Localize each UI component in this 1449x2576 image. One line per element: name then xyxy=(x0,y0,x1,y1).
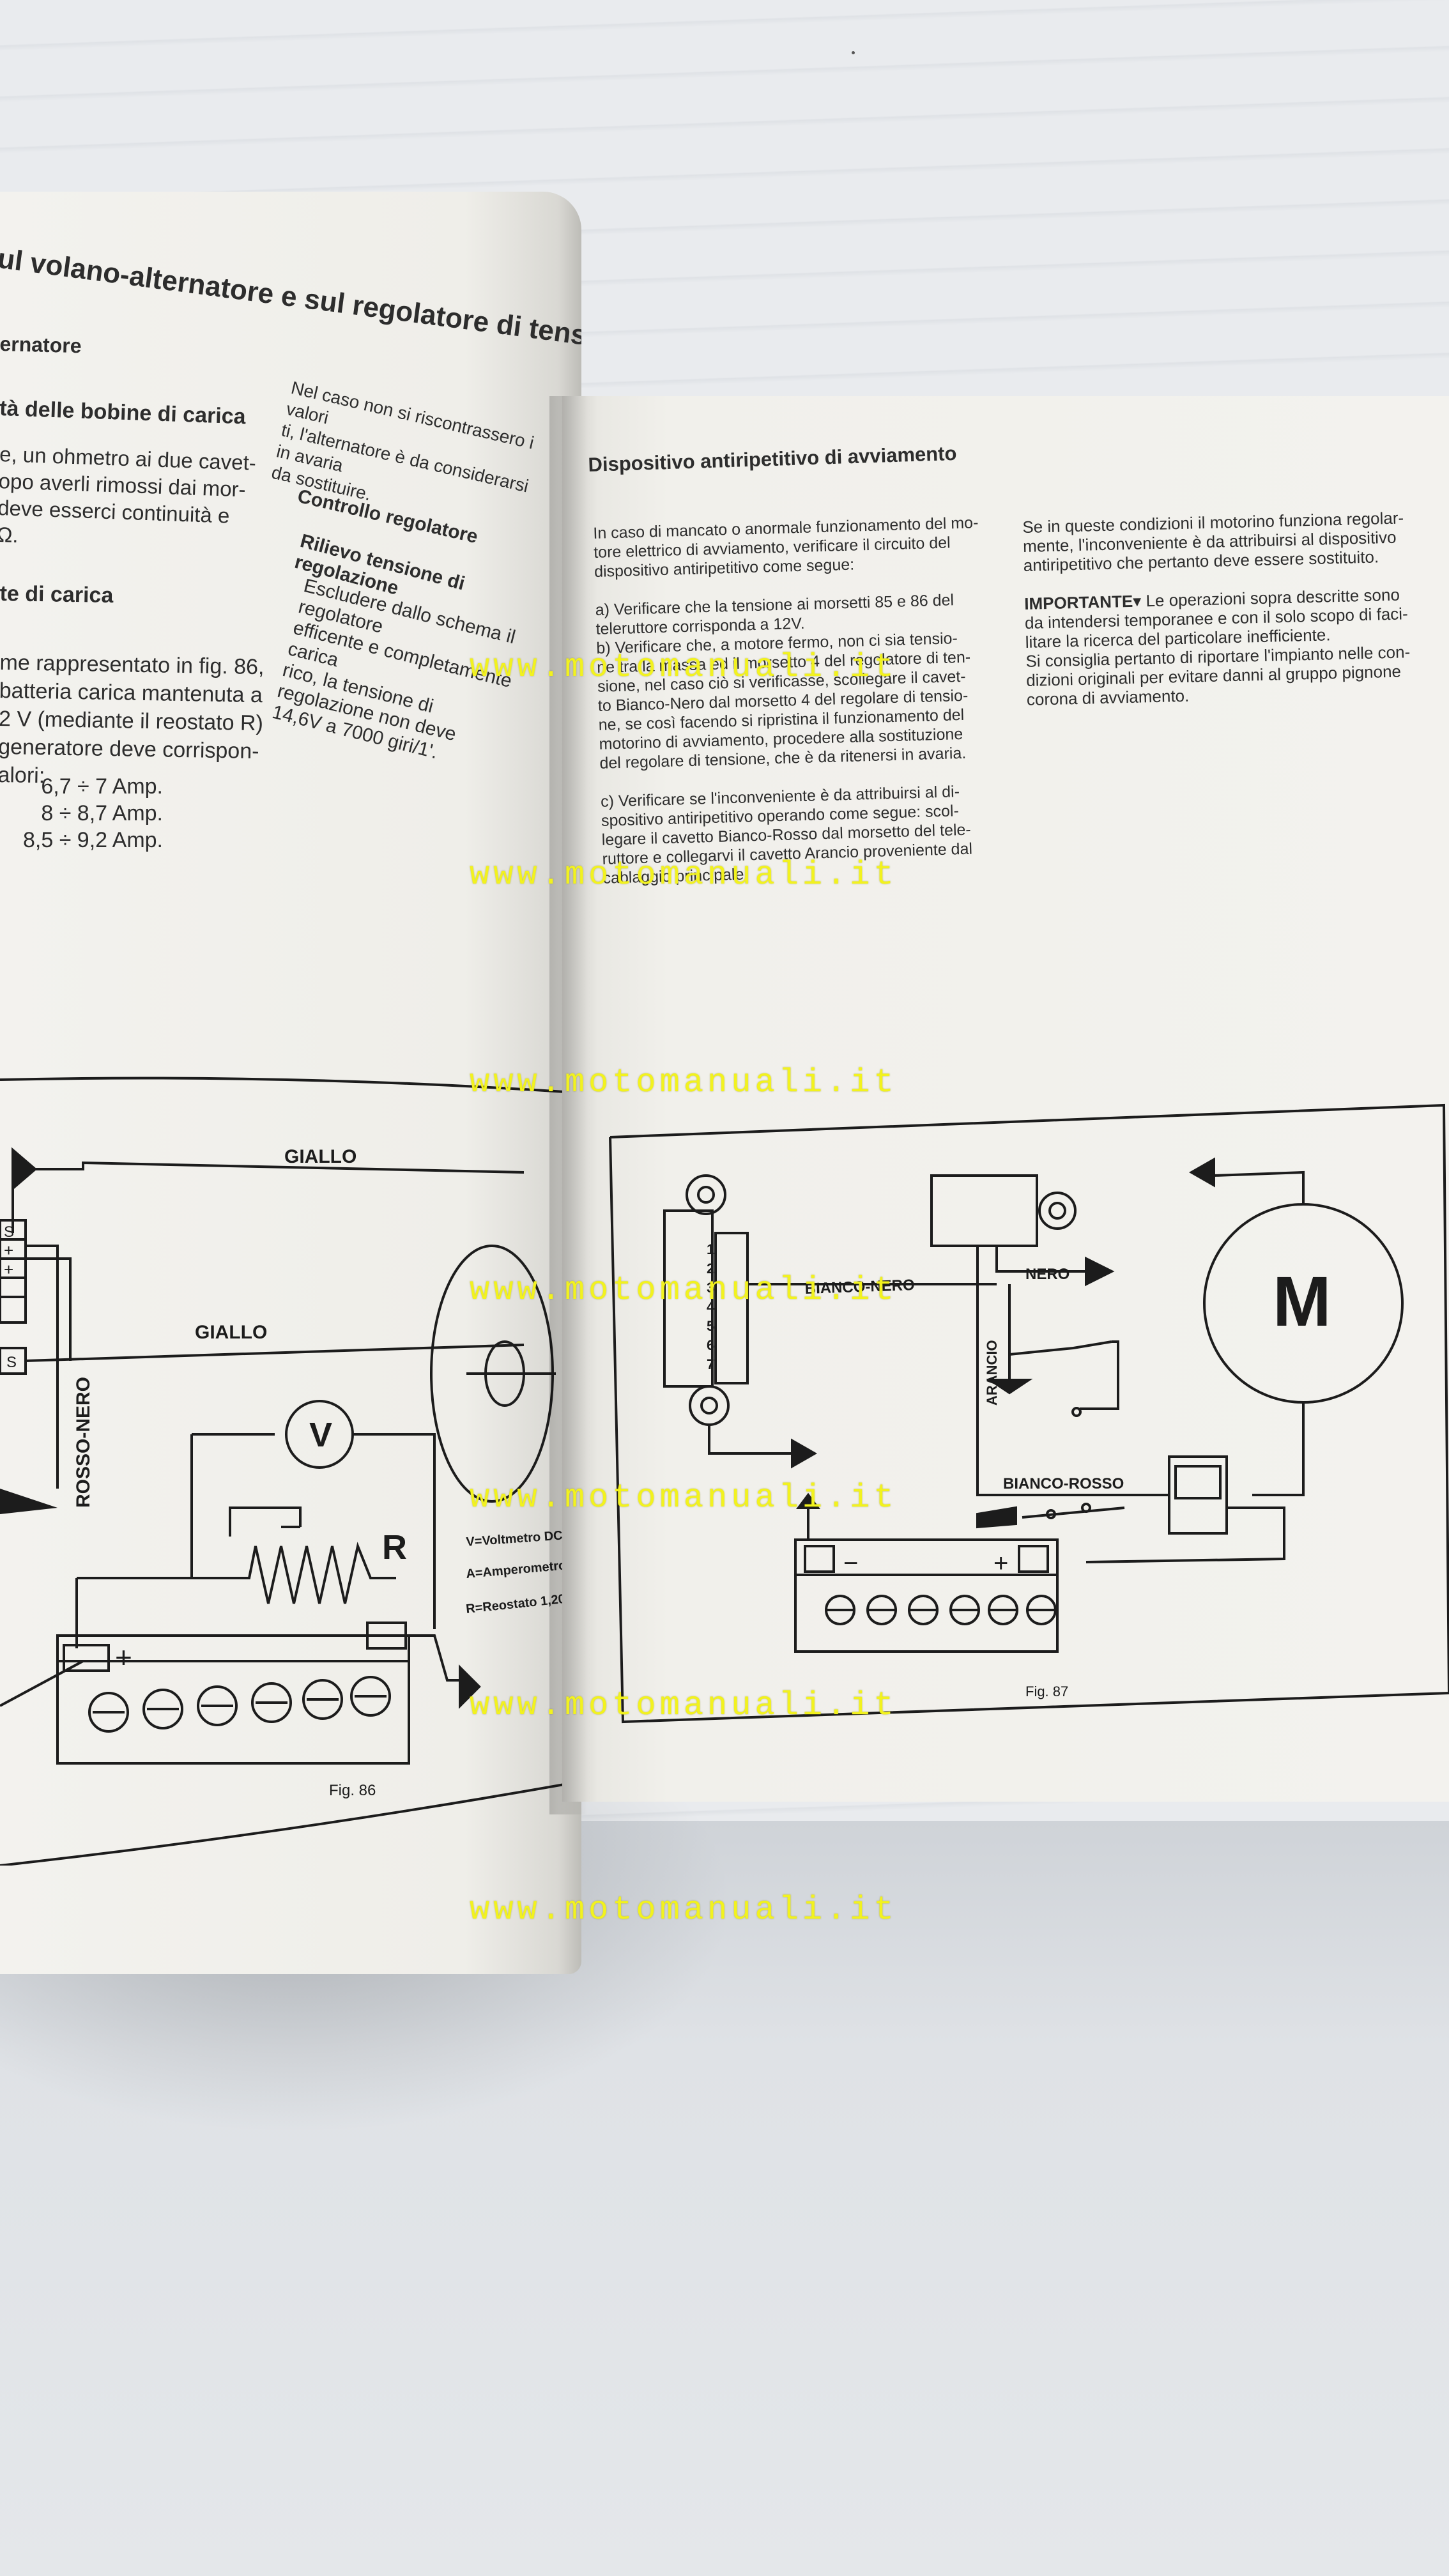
label-arancio: ARANCIO xyxy=(984,1340,1000,1406)
right-page-heading: Dispositivo antiripetitivo di avviamento xyxy=(588,441,957,476)
paragraph-procedure: In caso di mancato o anormale funzioname… xyxy=(593,514,979,887)
label-giallo-mid: GIALLO xyxy=(195,1322,267,1343)
battery-plus: + xyxy=(115,1641,132,1674)
terminal-4: 4 xyxy=(707,1299,715,1315)
section-carica-title: te di carica xyxy=(0,581,114,608)
terminal-2: 2 xyxy=(707,1261,714,1276)
terminal-5: 5 xyxy=(707,1318,714,1334)
left-page-subheading: ernatore xyxy=(0,332,82,358)
important-marker: ▾ xyxy=(1132,591,1146,611)
paragraph-ohmmetro: e, un ohmetro ai due cavet- opo averli r… xyxy=(0,441,257,548)
watermark-2: www.motomanuali.it xyxy=(470,856,898,894)
watermark-4: www.motomanuali.it xyxy=(470,1271,898,1309)
right-page: Dispositivo antiripetitivo di avviamento… xyxy=(562,396,1449,1802)
label-giallo-top: GIALLO xyxy=(284,1146,356,1167)
terminal-plus-2: + xyxy=(4,1260,13,1279)
left-page-heading: ul volano-alternatore e sul regolatore d… xyxy=(0,243,581,359)
label-rosso-nero: ROSSO-NERO xyxy=(73,1377,94,1508)
battery-minus-87: − xyxy=(843,1549,858,1577)
section-bobine-title: tà delle bobine di carica xyxy=(0,396,247,429)
amp-values: 6,7 ÷ 7 Amp. 8 ÷ 8,7 Amp. 8,5 ÷ 9,2 Amp. xyxy=(22,774,163,852)
motor-symbol: M xyxy=(1273,1262,1331,1341)
figure-caption-87: Fig. 87 xyxy=(1025,1683,1068,1699)
watermark-3: www.motomanuali.it xyxy=(470,1064,898,1101)
wiring-diagram-fig86: GIALLO GIALLO ROSSO-NERO V R + − S + + S… xyxy=(0,1077,575,1866)
battery-plus-87: + xyxy=(993,1549,1008,1577)
resistor-symbol: R xyxy=(382,1528,407,1567)
paragraph-conclusion: Se in queste condizioni il motorino funz… xyxy=(1022,508,1404,575)
label-bianco-rosso: BIANCO-ROSSO xyxy=(1003,1475,1124,1492)
label-bianco-nero: BIANCO-NERO xyxy=(804,1276,915,1298)
terminal-6: 6 xyxy=(707,1337,714,1353)
speck xyxy=(851,50,855,55)
right-column-text: Se in queste condizioni il motorino funz… xyxy=(1022,507,1442,709)
terminal-s2: S xyxy=(6,1354,17,1371)
watermark-1: www.motomanuali.it xyxy=(470,648,898,686)
terminal-plus-1: + xyxy=(4,1241,13,1260)
book-gutter xyxy=(549,396,588,1814)
watermark-6: www.motomanuali.it xyxy=(470,1687,898,1724)
watermark-5: www.motomanuali.it xyxy=(470,1479,898,1517)
terminal-7: 7 xyxy=(707,1356,714,1372)
label-nero: NERO xyxy=(1025,1266,1070,1283)
terminal-1: 1 xyxy=(707,1241,714,1257)
terminal-3: 3 xyxy=(707,1280,714,1296)
important-label: IMPORTANTE xyxy=(1023,591,1133,613)
left-page: ul volano-alternatore e sul regolatore d… xyxy=(0,192,581,1974)
figure-caption-86: Fig. 86 xyxy=(329,1782,376,1799)
watermark-7: www.motomanuali.it xyxy=(470,1891,898,1929)
voltmeter-symbol: V xyxy=(309,1416,332,1454)
paragraph-batteria: me rappresentato in fig. 86, batteria ca… xyxy=(0,650,264,788)
terminal-s1: S xyxy=(4,1223,14,1241)
battery-minus: − xyxy=(344,1618,361,1652)
wiring-diagram-fig87: 1 2 3 4 5 6 7 BIANCO-NERO NERO ARANCIO B… xyxy=(609,1103,1449,1724)
